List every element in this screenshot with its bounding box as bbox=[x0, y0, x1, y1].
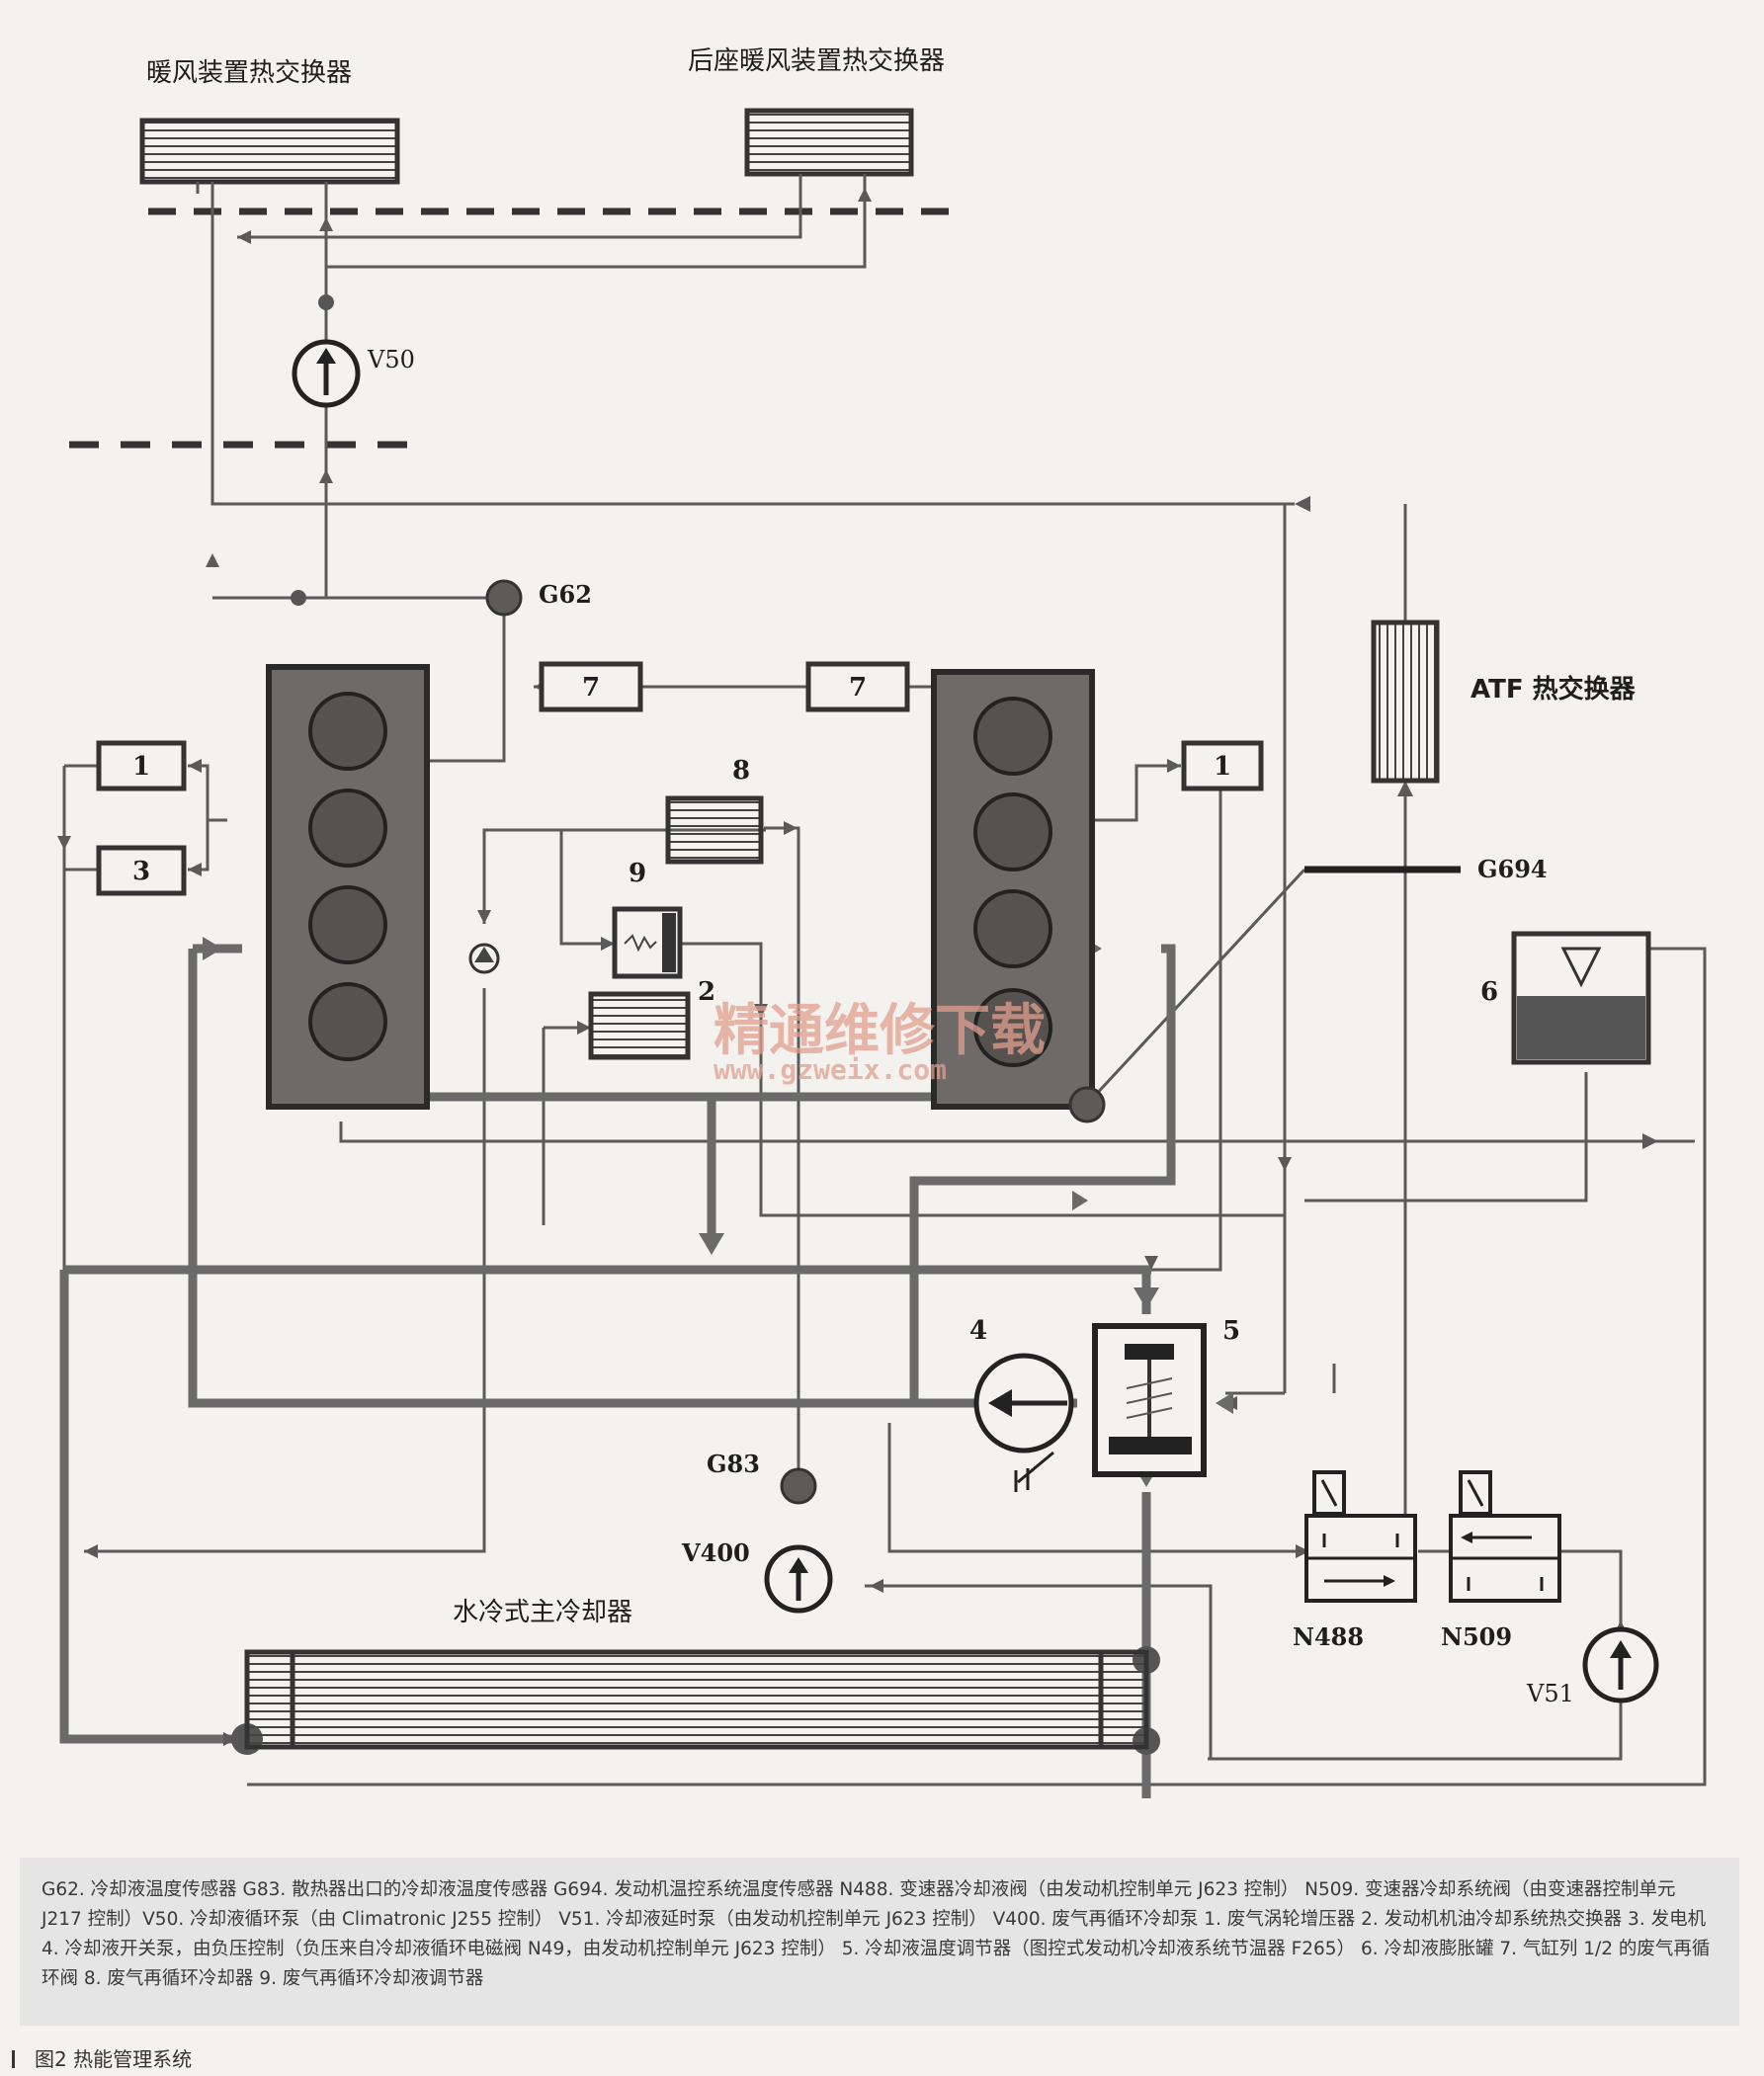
egr-valve-bank1 bbox=[539, 661, 643, 712]
atf-heat-exchanger bbox=[1371, 620, 1440, 784]
n488-label: N488 bbox=[1293, 1622, 1364, 1651]
caption-bar bbox=[12, 2050, 15, 2068]
thermostat-label: 5 bbox=[1222, 1316, 1240, 1346]
watermark-cn: 精通维修下载 bbox=[714, 999, 1046, 1063]
g83-label: G83 bbox=[707, 1450, 760, 1478]
egr-cooler bbox=[665, 795, 764, 865]
egr-valve-bank2-label: 7 bbox=[849, 673, 867, 703]
oil-cooler bbox=[588, 991, 691, 1060]
v400-label: V400 bbox=[681, 1538, 750, 1567]
front-heater-label: 暖风装置热交换器 bbox=[146, 58, 352, 88]
figure-caption: 图2 热能管理系统 bbox=[12, 2043, 192, 2072]
egr-cooler-label: 8 bbox=[732, 756, 750, 786]
watermark-url: www.gzweix.com bbox=[714, 1053, 947, 1086]
thin-coolant-lines bbox=[62, 174, 1707, 1786]
egr-valve-bank1-label: 7 bbox=[582, 673, 600, 703]
v50-pump bbox=[292, 339, 361, 408]
front-heater-exchanger bbox=[139, 118, 400, 185]
turbo-left bbox=[96, 740, 187, 791]
legend-text: G62. 冷却液温度传感器 G83. 散热器出口的冷却液温度传感器 G694. … bbox=[42, 1879, 1711, 1989]
egr-valve-bank2 bbox=[805, 661, 910, 712]
n509-valve bbox=[1449, 1470, 1561, 1603]
egr-regulator-label: 9 bbox=[629, 859, 646, 888]
engine-bank-left bbox=[266, 664, 430, 1110]
turbo-left-label: 1 bbox=[132, 752, 150, 782]
n488-valve bbox=[1304, 1470, 1417, 1603]
coolant-switch-pump bbox=[973, 1353, 1074, 1492]
g694-sensor bbox=[1068, 1086, 1106, 1123]
turbo-right-label: 1 bbox=[1214, 752, 1231, 782]
legend-box: G62. 冷却液温度传感器 G83. 散热器出口的冷却液温度传感器 G694. … bbox=[20, 1858, 1739, 2026]
main-cooler-label: 水冷式主冷却器 bbox=[453, 1598, 632, 1627]
g62-label: G62 bbox=[539, 580, 592, 609]
g694-label: G694 bbox=[1477, 855, 1548, 883]
expansion-tank-label: 6 bbox=[1480, 977, 1498, 1007]
oil-cooler-label: 2 bbox=[698, 977, 715, 1007]
v51-pump bbox=[1582, 1626, 1659, 1703]
rear-heater-label: 后座暖风装置热交换器 bbox=[688, 46, 945, 76]
g62-sensor bbox=[485, 579, 523, 617]
n509-label: N509 bbox=[1441, 1622, 1512, 1651]
engine-bank-right bbox=[931, 669, 1095, 1110]
pump4-label: 4 bbox=[969, 1316, 987, 1346]
g83-sensor bbox=[780, 1467, 817, 1505]
egr-coolant-regulator bbox=[612, 906, 683, 979]
v400-pump bbox=[764, 1544, 833, 1614]
atf-label: ATF 热交换器 bbox=[1470, 674, 1637, 705]
alternator bbox=[96, 845, 187, 896]
alternator-label: 3 bbox=[132, 857, 150, 886]
main-water-cooler bbox=[244, 1649, 1149, 1750]
caption-text: 图2 热能管理系统 bbox=[35, 2047, 193, 2071]
turbo-right bbox=[1181, 740, 1264, 791]
check-valve bbox=[468, 943, 500, 974]
v51-label: V51 bbox=[1526, 1680, 1574, 1707]
thermal-management-diagram: 暖风装置热交换器 后座暖风装置热交换器 bbox=[57, 46, 1707, 1798]
rear-heater-exchanger bbox=[744, 108, 914, 177]
coolant-thermostat bbox=[1092, 1323, 1207, 1477]
v50-label: V50 bbox=[367, 346, 415, 374]
dashed-boundaries bbox=[69, 208, 949, 449]
expansion-tank bbox=[1511, 931, 1651, 1065]
